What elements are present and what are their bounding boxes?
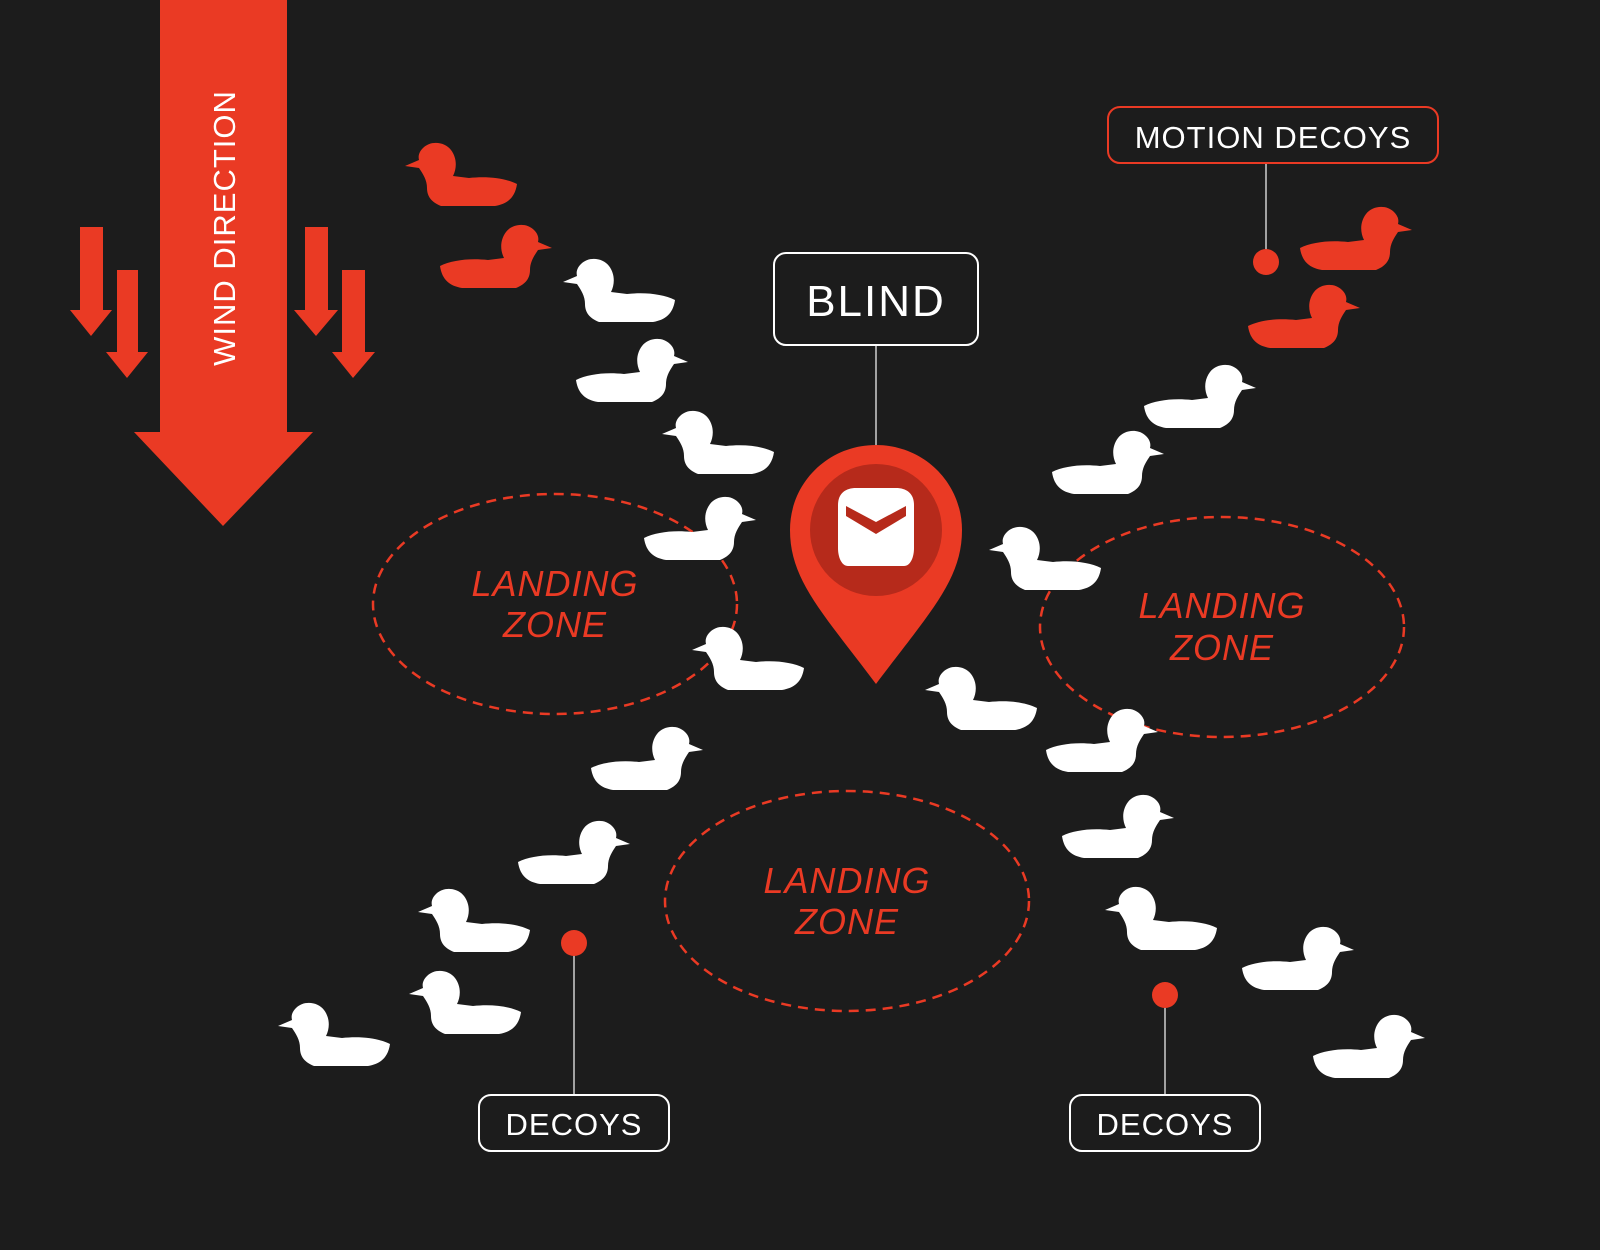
- landing-zone-right-line1: LANDING: [1138, 585, 1305, 626]
- duck-icon: [1248, 284, 1360, 348]
- decoys-right-group: [925, 364, 1425, 1078]
- duck-icon: [692, 626, 804, 690]
- wind-small-arrow-3: [294, 227, 338, 336]
- duck-icon: [662, 410, 774, 474]
- motion-decoys-left-group: [405, 142, 552, 288]
- landing-zone-left-line2: ZONE: [502, 604, 607, 645]
- blind-icon: [838, 488, 914, 566]
- motion-decoys-label: MOTION DECOYS: [1135, 120, 1412, 155]
- duck-icon: [409, 970, 521, 1034]
- landing-zone-left: LANDING ZONE: [371, 492, 739, 716]
- motion-decoys-right-group: [1248, 206, 1412, 348]
- decoys-left-group: [278, 258, 804, 1066]
- wind-small-arrow-2: [106, 270, 148, 378]
- wind-direction-label: WIND DIRECTION: [207, 90, 242, 366]
- blind-label-box: BLIND: [773, 252, 979, 346]
- decoys-right-marker-dot: [1152, 982, 1178, 1008]
- decoys-right-label-box: DECOYS: [1069, 1094, 1261, 1152]
- decoys-left-label: DECOYS: [506, 1107, 643, 1142]
- duck-icon: [1242, 926, 1354, 990]
- decoys-right-label: DECOYS: [1097, 1107, 1234, 1142]
- leader-lines: [573, 163, 1267, 1095]
- duck-icon: [1300, 206, 1412, 270]
- duck-icon: [989, 526, 1101, 590]
- duck-icon: [1144, 364, 1256, 428]
- duck-icon: [644, 496, 756, 560]
- duck-icon: [591, 726, 703, 790]
- wind-small-arrow-4: [332, 270, 375, 378]
- duck-icon: [925, 666, 1037, 730]
- duck-icon: [278, 1002, 390, 1066]
- motion-decoys-marker-dot: [1253, 249, 1279, 275]
- landing-zone-bottom-line1: LANDING: [763, 860, 930, 901]
- landing-zone-bottom-line2: ZONE: [794, 901, 899, 942]
- duck-icon: [1062, 794, 1174, 858]
- duck-icon: [563, 258, 675, 322]
- landing-zone-right: LANDING ZONE: [1038, 515, 1406, 739]
- duck-icon: [1046, 708, 1158, 772]
- duck-icon: [1105, 886, 1217, 950]
- duck-icon: [518, 820, 630, 884]
- map-pin-icon: [790, 445, 962, 684]
- landing-zone-bottom: LANDING ZONE: [663, 789, 1031, 1013]
- duck-icon: [440, 224, 552, 288]
- duck-icon: [1313, 1014, 1425, 1078]
- duck-icon: [405, 142, 517, 206]
- duck-icon: [418, 888, 530, 952]
- decoys-left-marker-dot: [561, 930, 587, 956]
- wind-main-arrow: [134, 0, 313, 526]
- decoys-left-label-box: DECOYS: [478, 1094, 670, 1152]
- wind-small-arrow-1: [70, 227, 112, 336]
- landing-zone-left-line1: LANDING: [471, 563, 638, 604]
- landing-zone-right-line2: ZONE: [1169, 627, 1274, 668]
- blind-label: BLIND: [806, 277, 946, 326]
- motion-decoys-label-box: MOTION DECOYS: [1107, 106, 1439, 164]
- duck-icon: [1052, 430, 1164, 494]
- duck-icon: [576, 338, 688, 402]
- wind-direction-group: WIND DIRECTION: [70, 0, 375, 526]
